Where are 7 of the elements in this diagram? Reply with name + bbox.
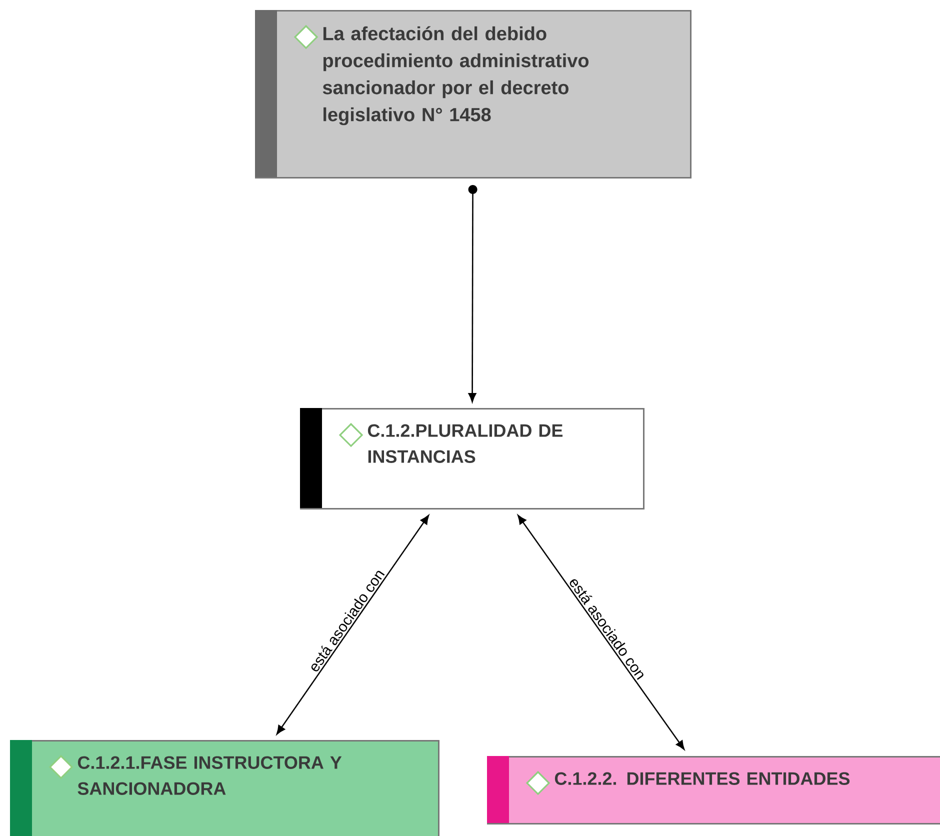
arrow xyxy=(276,515,430,735)
concept-box: C.1.2.2. DIFERENTES ENTIDADES xyxy=(487,756,940,824)
arrow xyxy=(518,514,685,750)
concept-box: C.1.2.PLURALIDAD DE INSTANCIAS xyxy=(300,408,644,510)
concept-box: La afectación del debido procedimiento administrativo sancionador por el decreto legislativo N° 1458 xyxy=(255,10,692,178)
arrow xyxy=(468,185,478,402)
concept-box: C.1.2.1.FASE INSTRUCTORA Y SANCIONADORA xyxy=(10,740,440,836)
